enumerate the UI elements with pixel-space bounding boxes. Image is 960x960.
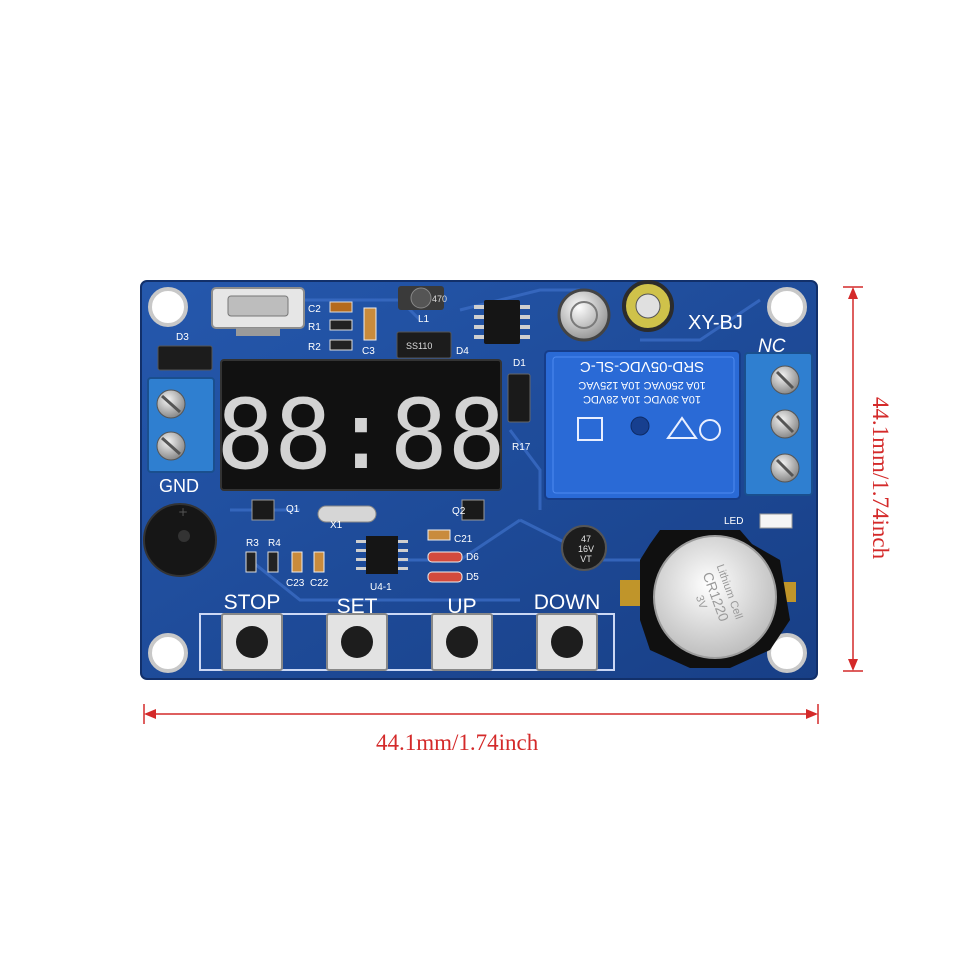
svg-text:D1: D1: [513, 358, 526, 369]
buzzer: +: [143, 503, 217, 577]
button-label-up: UP: [447, 595, 476, 618]
svg-text:C3: C3: [362, 346, 375, 357]
svg-text:C2: C2: [308, 304, 321, 315]
stop-switch: [221, 613, 283, 671]
svg-text:D5: D5: [466, 572, 479, 583]
smd-components-middle: [245, 499, 793, 583]
width-dimension-label: 44.1mm/1.74inch: [376, 730, 539, 755]
led-label: LED: [724, 516, 743, 527]
mounting-holes: [148, 287, 807, 673]
small-cap-marking: 47 16V VT: [578, 534, 594, 564]
model-label: XY-BJ: [688, 312, 743, 334]
svg-text:C23: C23: [286, 578, 305, 589]
svg-text:16V: 16V: [578, 544, 594, 554]
usb-connector: [211, 287, 305, 336]
designators: C2 R1 R2 C3 L1 D3 D4 D1 R17 Q1 Q2 X1 R3 …: [176, 304, 531, 593]
svg-text:C21: C21: [454, 534, 473, 545]
height-dimension-label: 44.1mm/1.74inch: [868, 396, 893, 560]
coin-battery: [620, 530, 796, 668]
svg-text:C22: C22: [310, 578, 329, 589]
svg-text:Q1: Q1: [286, 504, 300, 515]
electrolytic-capacitors: [557, 280, 674, 342]
svg-text:R1: R1: [308, 322, 321, 333]
button-label-set: SET: [337, 595, 378, 618]
relay-markings: SRD-05VDC-SL-C 10A 250VAC 10A 125VAC 10A…: [578, 358, 705, 405]
relay-rating-ac: 10A 250VAC 10A 125VAC: [578, 379, 705, 391]
relay: [544, 350, 741, 500]
diode-marking: SS110: [406, 341, 432, 351]
display-digits: 88:88: [217, 379, 506, 491]
svg-text:D6: D6: [466, 552, 479, 563]
svg-text:R3: R3: [246, 538, 259, 549]
svg-text:U4-1: U4-1: [370, 582, 392, 593]
button-label-down: DOWN: [534, 591, 601, 614]
svg-text:D4: D4: [456, 346, 469, 357]
relay-rating-dc: 10A 30VDC 10A 28VDC: [583, 393, 701, 405]
smd-components-top: [157, 286, 530, 371]
svg-text:3V: 3V: [693, 594, 709, 611]
seven-segment-display: [220, 359, 502, 491]
height-dimension-arrow: [843, 286, 863, 672]
relay-terminal-block: [744, 352, 813, 496]
svg-text:X1: X1: [330, 520, 343, 531]
input-terminal-block: [147, 377, 215, 473]
svg-text:R4: R4: [268, 538, 281, 549]
small-capacitor: [561, 525, 607, 571]
svg-text:+: +: [178, 505, 188, 519]
down-switch: [536, 613, 598, 671]
button-label-stop: STOP: [224, 591, 281, 614]
svg-text:L1: L1: [418, 314, 430, 325]
relay-model: SRD-05VDC-SL-C: [580, 358, 704, 375]
gnd-label: GND: [159, 476, 199, 496]
width-dimension-arrow: [143, 704, 819, 724]
svg-text:R2: R2: [308, 342, 321, 353]
set-switch: [326, 613, 388, 671]
up-switch: [431, 613, 493, 671]
diode-d1: [507, 373, 531, 423]
tact-buttons: [221, 613, 598, 671]
inductor-marking: 470: [432, 294, 447, 304]
svg-text:R17: R17: [512, 442, 531, 453]
svg-text:D3: D3: [176, 332, 189, 343]
svg-text:Q2: Q2: [452, 506, 466, 517]
nc-label: NC: [758, 336, 786, 357]
svg-text:47: 47: [581, 534, 591, 544]
svg-text:VT: VT: [580, 554, 592, 564]
